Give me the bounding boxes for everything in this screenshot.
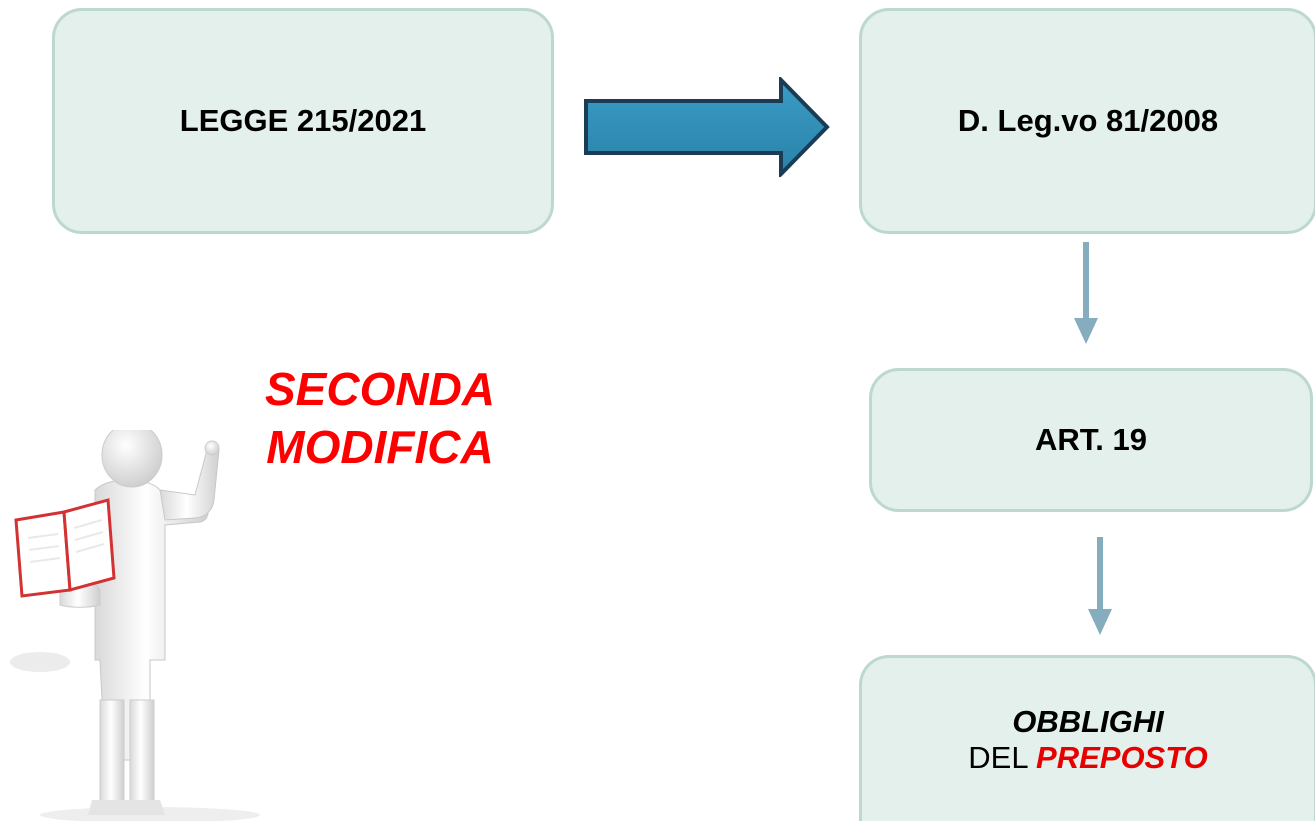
node-dleg-label: D. Leg.vo 81/2008 bbox=[957, 103, 1219, 138]
down-arrow-icon bbox=[1088, 537, 1112, 635]
node-legge-label: LEGGE 215/2021 bbox=[179, 103, 427, 138]
callout-seconda-modifica: SECONDA MODIFICA bbox=[240, 360, 520, 476]
right-arrow-icon bbox=[584, 77, 830, 177]
node-dlgs-81-2008: D. Leg.vo 81/2008 bbox=[859, 8, 1315, 234]
node-art-19: ART. 19 bbox=[869, 368, 1313, 512]
node-obblighi-del-preposto: OBBLIGHI DEL PREPOSTO bbox=[859, 655, 1315, 821]
node-legge-215-2021: LEGGE 215/2021 bbox=[52, 8, 554, 234]
callout-line1: SECONDA bbox=[264, 363, 496, 415]
node-obblighi-line2: DEL PREPOSTO bbox=[968, 740, 1207, 776]
node-obblighi-line1: OBBLIGHI bbox=[1012, 703, 1164, 739]
node-obblighi-del: DEL bbox=[968, 739, 1028, 775]
callout-line2: MODIFICA bbox=[266, 421, 494, 473]
person-reading-book-pointing-up-icon bbox=[10, 430, 260, 821]
node-obblighi-preposto: PREPOSTO bbox=[1036, 739, 1208, 775]
down-arrow-icon bbox=[1074, 242, 1098, 344]
node-art-label: ART. 19 bbox=[1035, 422, 1147, 457]
